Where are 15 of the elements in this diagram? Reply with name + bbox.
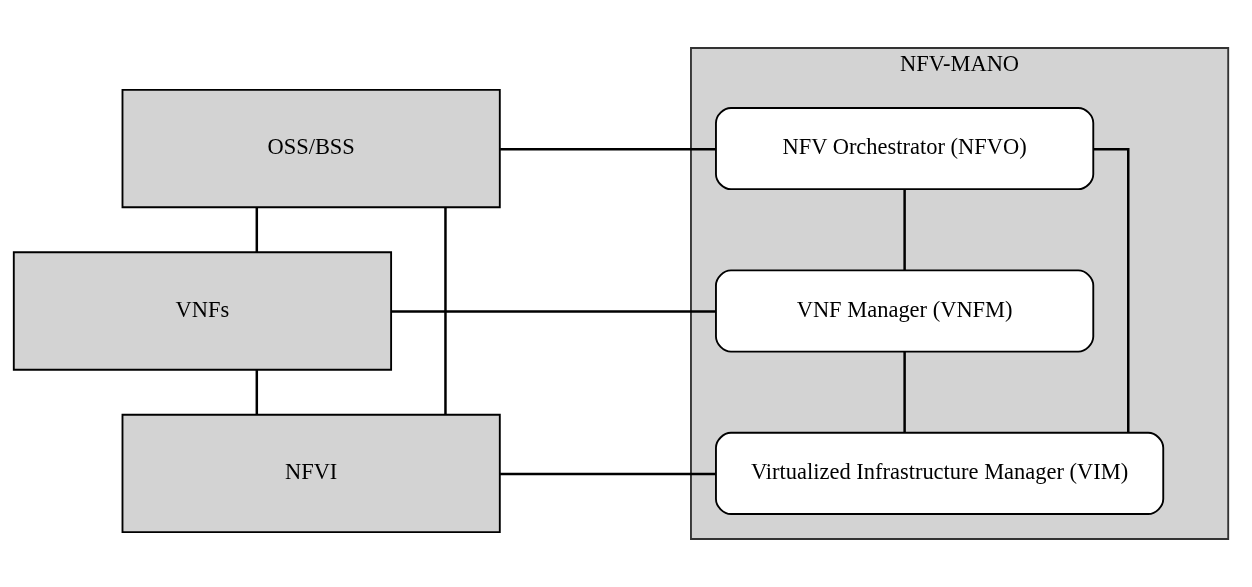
connector [903, 351, 906, 433]
connector [500, 472, 716, 476]
connector [903, 189, 906, 270]
node-box: VNF Manager (VNFM) [715, 269, 1095, 353]
node-box: VNFs [12, 251, 393, 371]
connector [255, 207, 259, 253]
node-box: Virtualized Infrastructure Manager (VIM) [715, 431, 1165, 515]
node-box: OSS/BSS [121, 88, 501, 209]
node-box: NFV Orchestrator (NFVO) [715, 107, 1095, 191]
connector [255, 370, 259, 415]
connector [444, 207, 447, 415]
node-box: NFVI [121, 413, 501, 534]
connector [1093, 147, 1130, 433]
connector [391, 310, 716, 313]
connector [500, 147, 716, 151]
